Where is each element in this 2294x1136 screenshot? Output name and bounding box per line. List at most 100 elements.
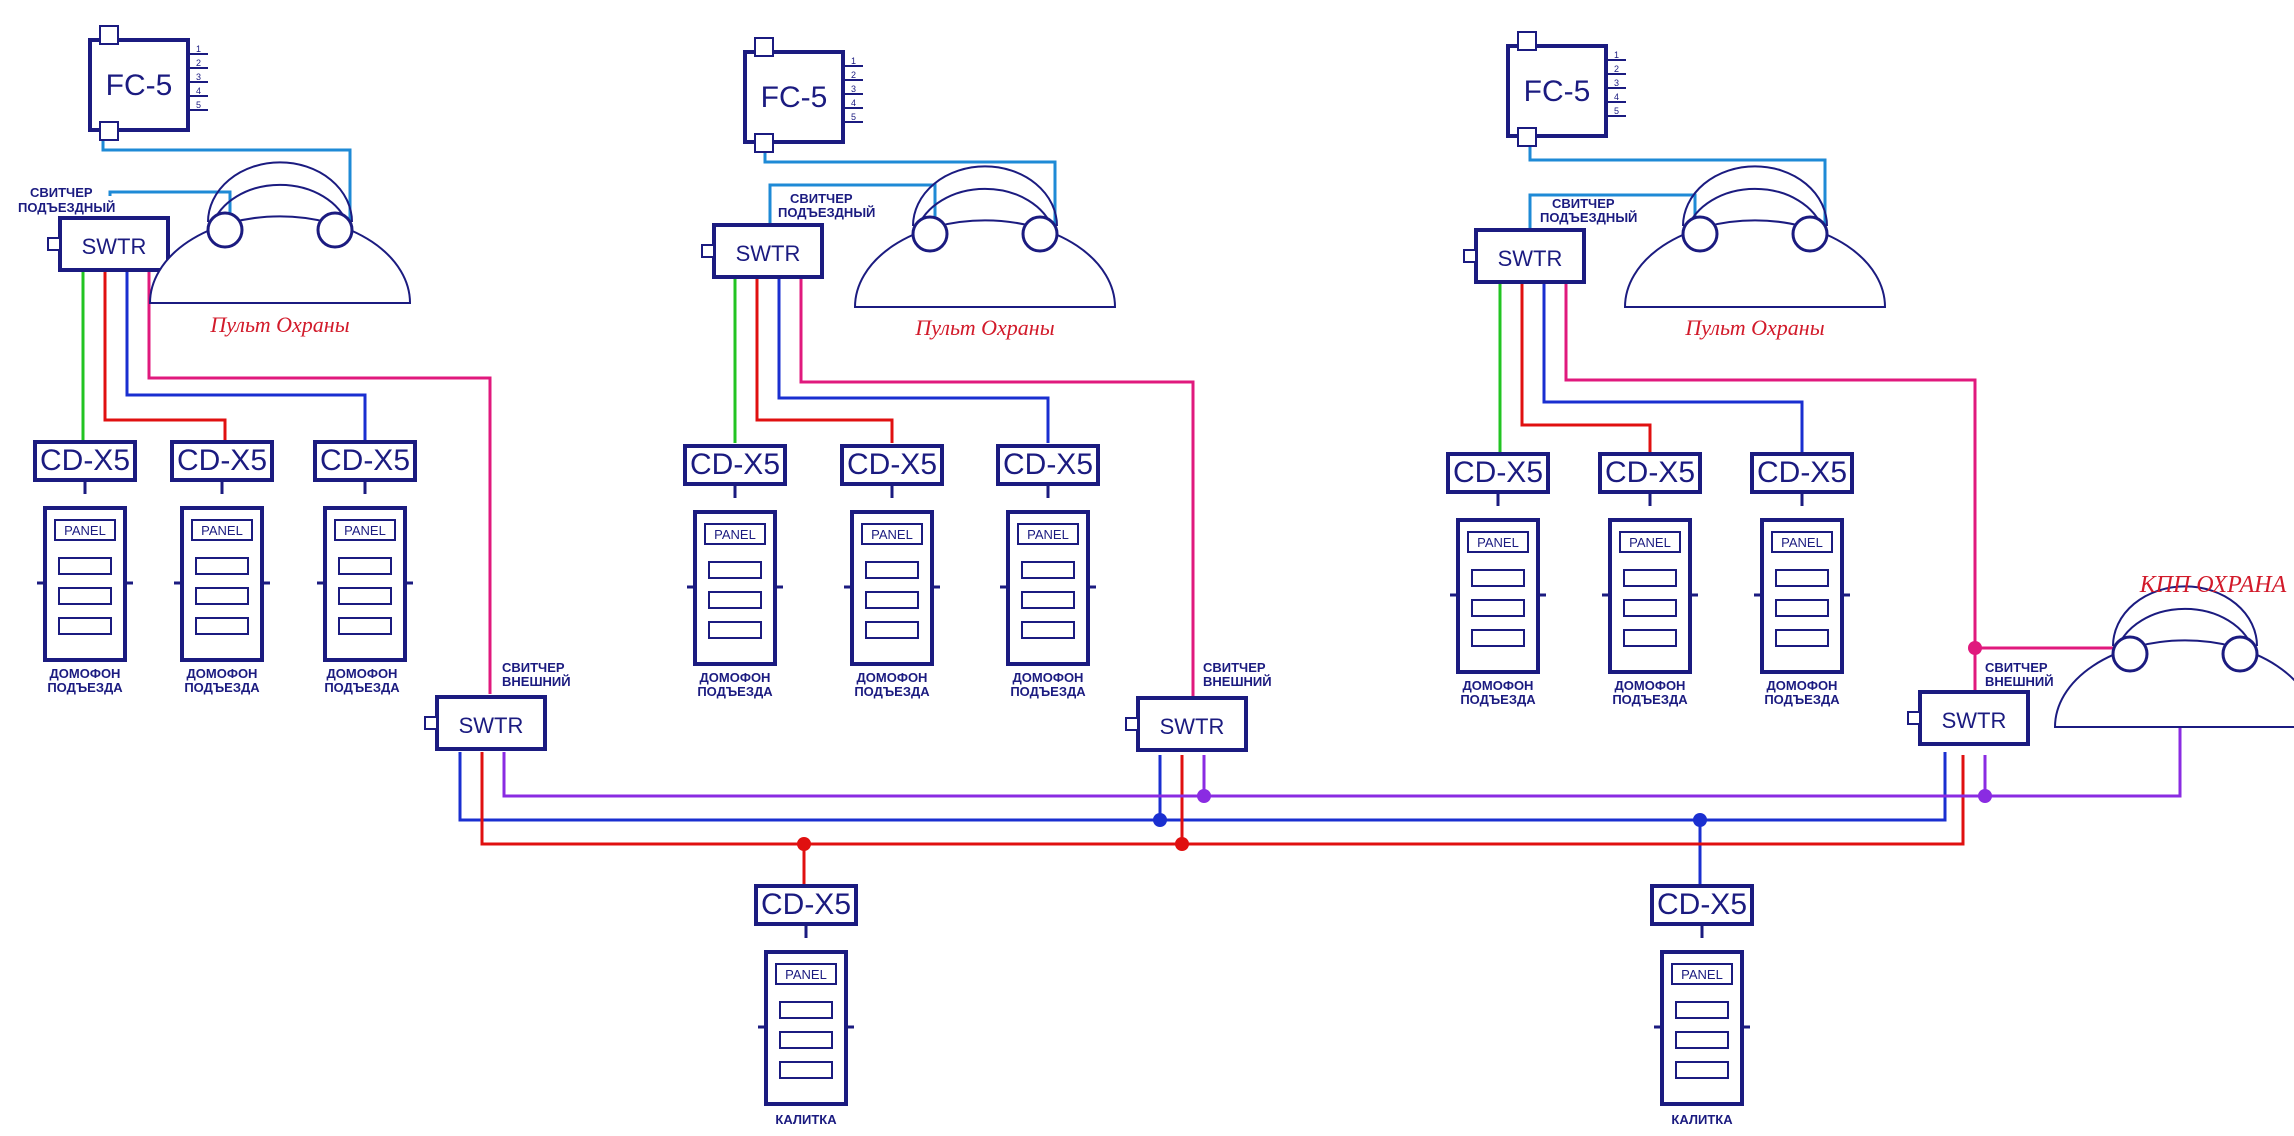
- panel-header: [1671, 963, 1733, 985]
- fc5-label: FC-5: [1524, 75, 1591, 108]
- panel-button: [195, 587, 249, 605]
- panel-button: [708, 621, 762, 639]
- panel-button: [1021, 621, 1075, 639]
- cd-x5-label: CD-X5: [1757, 456, 1847, 489]
- panel-header: [704, 523, 766, 545]
- panel-label: PANEL: [1681, 967, 1723, 982]
- cd-x5-unit: CD-X5: [1750, 452, 1854, 506]
- intercom-label-line2: ПОДЪЕЗДА: [697, 684, 773, 699]
- intercom-label-line1: ДОМОФОН: [1463, 678, 1534, 693]
- intercom-label-line1: ДОМОФОН: [1767, 678, 1838, 693]
- fc5-pin-number: 2: [1614, 64, 1619, 74]
- panel-button: [58, 557, 112, 575]
- tap-blue-3: [1542, 282, 1804, 453]
- handset-ear: [316, 211, 354, 249]
- panel-button: [1623, 569, 1677, 587]
- switch-external-label-1: СВИТЧЕР: [1203, 660, 1266, 675]
- handset-arc: [1686, 187, 1824, 231]
- switch-entrance-label-1: СВИТЧЕР: [30, 185, 93, 200]
- panel-button: [779, 1061, 833, 1079]
- handset-ear: [911, 215, 949, 253]
- security-console-2: [853, 165, 1117, 308]
- cd-x5-label: CD-X5: [1657, 888, 1747, 921]
- switch-external-label-1: СВИТЧЕР: [502, 660, 565, 675]
- fc5-label: FC-5: [761, 81, 828, 114]
- panel-button: [1021, 591, 1075, 609]
- fc5-bottom-connector: [1517, 127, 1537, 147]
- swtr-entrance-3: SWTR: [1463, 228, 1586, 284]
- intercom-label-line2: ПОДЪЕЗДА: [854, 684, 930, 699]
- tap-pink-1: [147, 268, 492, 694]
- panel-button: [338, 587, 392, 605]
- switch-entrance-label-1: СВИТЧЕР: [1552, 196, 1615, 211]
- cd-x5-unit: CD-X5: [313, 440, 417, 494]
- fc5-pin-number: 3: [851, 84, 856, 94]
- intercom-label-line2: ПОДЪЕЗДА: [47, 680, 123, 695]
- panel-button: [1471, 629, 1525, 647]
- panel-label: PANEL: [1781, 535, 1823, 550]
- swtr-link-2: [768, 183, 937, 240]
- swtr-link-1: [108, 190, 232, 232]
- swtr-label: SWTR: [459, 713, 524, 738]
- fc5-pin-number: 3: [196, 72, 201, 82]
- panel-button: [865, 621, 919, 639]
- console-label-3: Пульт Охраны: [1684, 315, 1824, 340]
- swtr-port: [1907, 711, 1921, 725]
- security-console-1: [148, 161, 412, 304]
- intercom-label-line1: ДОМОФОН: [857, 670, 928, 685]
- bus-blue: [458, 752, 1947, 822]
- swtr-label: SWTR: [1160, 714, 1225, 739]
- swtr-external-3: SWTR: [1907, 690, 2030, 746]
- intercom-label-line2: ПОДЪЕЗДА: [1764, 692, 1840, 707]
- handset-arc: [1682, 165, 1828, 227]
- intercom-label-line2: ПОДЪЕЗДА: [1010, 684, 1086, 699]
- panel-button: [58, 587, 112, 605]
- tap-pink-2: [799, 278, 1195, 697]
- panel-label: PANEL: [64, 523, 106, 538]
- junction-purple: [1978, 789, 1992, 803]
- fc5-pin-number: 5: [1614, 106, 1619, 116]
- cd-x5-gate-1: CD-X5: [754, 884, 858, 938]
- panel-button: [865, 591, 919, 609]
- panel-button: [708, 561, 762, 579]
- panel-button: [865, 561, 919, 579]
- cd-x5-unit: CD-X5: [840, 444, 944, 498]
- swtr-entrance-2: SWTR: [701, 223, 824, 279]
- panel-header: [334, 519, 396, 541]
- panel-button: [1623, 629, 1677, 647]
- intercom-label-line2: ПОДЪЕЗДА: [1460, 692, 1536, 707]
- fc5-bottom-connector: [754, 133, 774, 153]
- cd-x5-box: [1446, 452, 1550, 494]
- console-body: [853, 219, 1117, 308]
- junction-red: [1175, 837, 1189, 851]
- cd-x5-label: CD-X5: [40, 444, 130, 477]
- fc5-pin-number: 4: [196, 86, 201, 96]
- intercom-panel: PANEL: [687, 510, 783, 666]
- panel-button: [195, 617, 249, 635]
- intercom-panel: PANEL: [1000, 510, 1096, 666]
- intercom-label-line1: ДОМОФОН: [1615, 678, 1686, 693]
- fc5-pin-number: 1: [196, 44, 201, 54]
- intercom-label-line2: ПОДЪЕЗДА: [324, 680, 400, 695]
- panel-header: [1017, 523, 1079, 545]
- switch-entrance-label-2: ПОДЪЕЗДНЫЙ: [778, 205, 875, 220]
- intercom-label-line2: ПОДЪЕЗДА: [184, 680, 260, 695]
- handset-arc: [207, 161, 353, 223]
- swtr-entrance-1: SWTR: [47, 216, 170, 272]
- intercom-panel: PANEL: [1602, 518, 1698, 674]
- intercom-panel: PANEL: [174, 506, 270, 662]
- intercom-label-line1: ДОМОФОН: [1013, 670, 1084, 685]
- junction-pink: [1968, 641, 1982, 655]
- panel-button: [1675, 1061, 1729, 1079]
- switch-external-label-2: ВНЕШНИЙ: [1985, 674, 2054, 689]
- bus-red: [480, 752, 1965, 846]
- kpp-label: КПП ОХРАНА: [2139, 572, 2287, 598]
- panel-label: PANEL: [1629, 535, 1671, 550]
- switch-external-label-1: СВИТЧЕР: [1985, 660, 2048, 675]
- kpp-security-console: [2053, 585, 2294, 728]
- handset-arc: [916, 187, 1054, 231]
- fc5-pin-number: 3: [1614, 78, 1619, 88]
- junction-blue: [1153, 813, 1167, 827]
- handset-ear: [1681, 215, 1719, 253]
